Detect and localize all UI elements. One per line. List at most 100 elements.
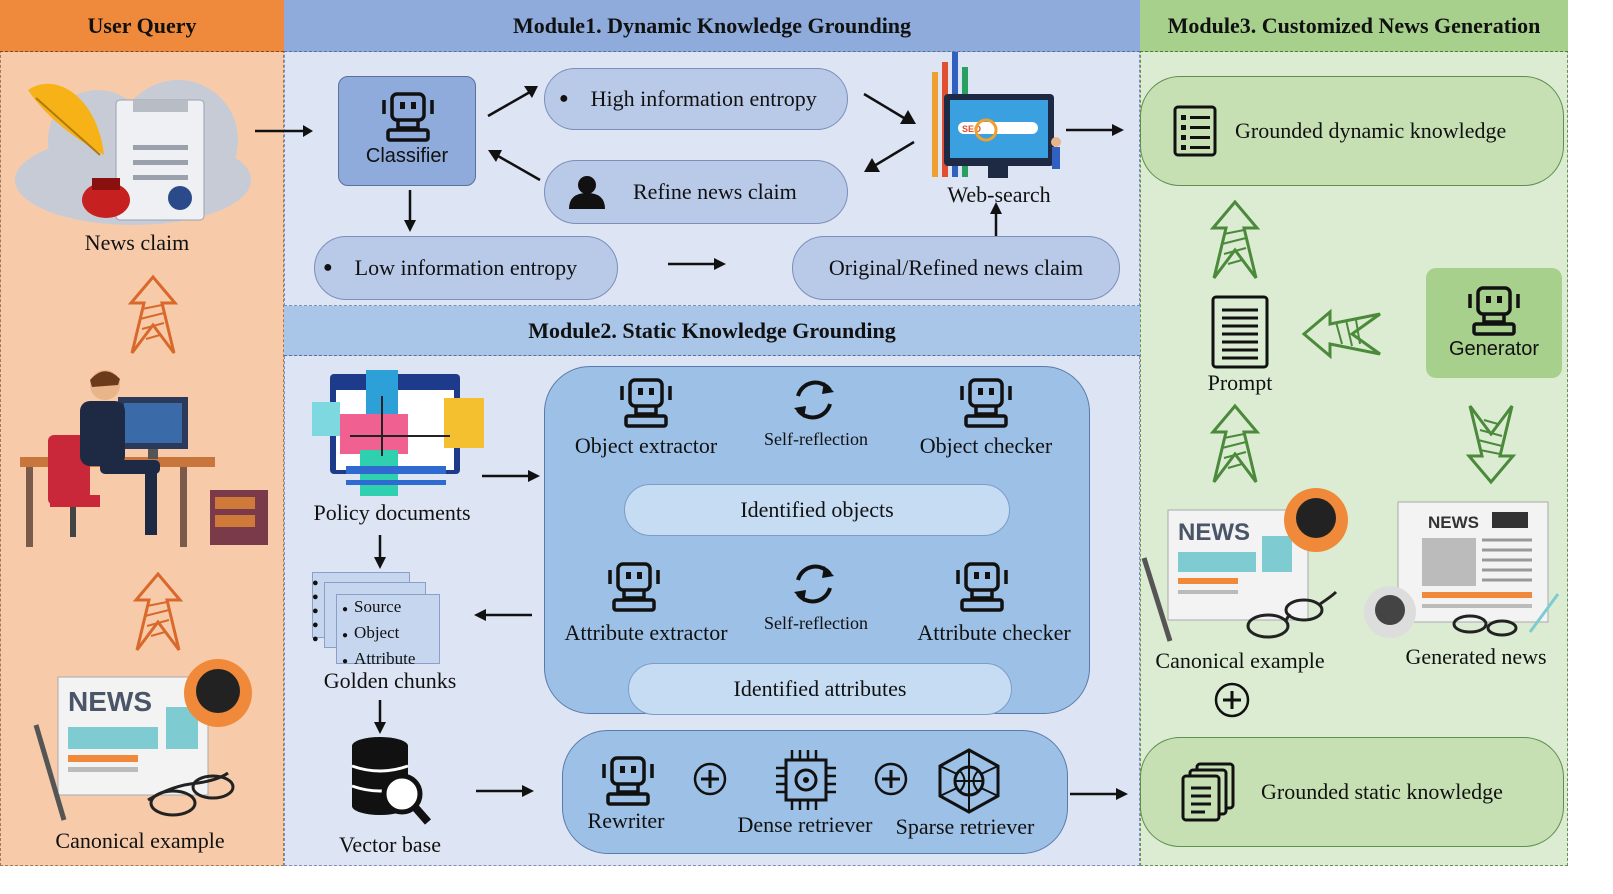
grounded-dynamic-label: Grounded dynamic knowledge bbox=[1235, 118, 1507, 143]
newspaper-title: NEWS bbox=[68, 686, 152, 717]
news-claim-icon bbox=[15, 80, 251, 225]
canonical-example-label: Canonical example bbox=[55, 828, 225, 853]
arrow bbox=[668, 258, 726, 270]
identified-attributes-label: Identified attributes bbox=[733, 676, 907, 701]
prompt-label: Prompt bbox=[1207, 370, 1273, 395]
up-down-arrow-icon bbox=[127, 274, 179, 354]
arrow bbox=[488, 150, 541, 182]
identified-objects-pill: Identified objects bbox=[624, 484, 1010, 536]
high-entropy-label: High information entropy bbox=[590, 86, 817, 111]
classifier-label: Classifier bbox=[365, 145, 449, 167]
web-search-label: Web-search bbox=[947, 182, 1051, 207]
original-refined-pill: Original/Refined news claim bbox=[792, 236, 1120, 300]
arrow bbox=[374, 700, 386, 734]
refresh-icon bbox=[794, 380, 834, 420]
sparse-retriever-label: Sparse retriever bbox=[895, 814, 1035, 839]
arrow bbox=[476, 785, 534, 797]
robot-icon bbox=[620, 378, 672, 428]
refine-claim-label: Refine news claim bbox=[633, 179, 797, 204]
plus-circle-icon bbox=[874, 762, 908, 796]
object-extractor-label: Object extractor bbox=[574, 433, 718, 458]
attribute-checker-label: Attribute checker bbox=[917, 620, 1071, 645]
bullet-icon: ● bbox=[323, 259, 333, 276]
up-down-arrow-icon bbox=[132, 571, 184, 651]
canonical-example-icon: NEWS bbox=[33, 659, 252, 821]
robot-icon bbox=[382, 92, 434, 142]
down-arrow-icon bbox=[1465, 405, 1517, 485]
bullet-icon: ● bbox=[559, 90, 569, 107]
generated-news-label: Generated news bbox=[1405, 644, 1547, 669]
low-entropy-label: Low information entropy bbox=[354, 255, 578, 280]
grounded-static-label: Grounded static knowledge bbox=[1261, 779, 1503, 804]
high-entropy-pill: ● High information entropy bbox=[544, 68, 848, 130]
canonical-example-news-icon: NEWS bbox=[1141, 488, 1348, 642]
network-icon bbox=[938, 748, 1000, 814]
user-at-computer-icon bbox=[20, 370, 268, 547]
web-search-icon: SEO bbox=[932, 52, 1061, 178]
module1-header: Module1. Dynamic Knowledge Grounding bbox=[284, 0, 1140, 52]
chunk-item: ●Attribute bbox=[342, 649, 416, 668]
robot-icon bbox=[960, 378, 1012, 428]
left-right-arrow-icon bbox=[1301, 308, 1381, 360]
generated-news-icon: NEWS bbox=[1364, 501, 1560, 638]
bullet-icon: ● bbox=[342, 604, 349, 615]
arrow bbox=[255, 125, 313, 137]
rewriter-label: Rewriter bbox=[587, 808, 665, 833]
checklist-icon bbox=[1173, 105, 1217, 157]
up-down-arrow-icon bbox=[1209, 403, 1261, 483]
chunk-item: ●Object bbox=[342, 623, 400, 642]
arrow bbox=[864, 140, 915, 172]
plus-circle-icon bbox=[1214, 682, 1250, 718]
grounded-dynamic-pill: Grounded dynamic knowledge bbox=[1140, 76, 1564, 186]
user-query-header: User Query bbox=[0, 0, 284, 52]
up-down-arrow-icon bbox=[1209, 199, 1261, 279]
documents-icon bbox=[1181, 762, 1235, 822]
chip-icon bbox=[776, 750, 836, 810]
policy-documents-label: Policy documents bbox=[313, 500, 471, 525]
arrow bbox=[487, 86, 538, 118]
bullet-icon: ● bbox=[342, 656, 349, 667]
arrow bbox=[482, 470, 540, 482]
chunk-item: ●Source bbox=[342, 597, 402, 616]
chunk-list: ●Source ●Object ●Attribute bbox=[342, 595, 415, 673]
arrow bbox=[1066, 124, 1124, 136]
robot-icon bbox=[956, 562, 1008, 612]
chunk-card bbox=[336, 594, 440, 664]
news-claim-label: News claim bbox=[84, 230, 190, 255]
object-checker-label: Object checker bbox=[919, 433, 1053, 458]
plus-circle-icon bbox=[693, 762, 727, 796]
arrow bbox=[474, 609, 532, 621]
refresh-icon bbox=[794, 564, 834, 604]
original-refined-label: Original/Refined news claim bbox=[828, 255, 1084, 280]
grounded-static-pill: Grounded static knowledge bbox=[1140, 737, 1564, 847]
module2-header: Module2. Static Knowledge Grounding bbox=[284, 306, 1140, 356]
vector-base-icon bbox=[351, 737, 432, 825]
identified-objects-label: Identified objects bbox=[740, 497, 894, 522]
robot-icon bbox=[1468, 286, 1520, 336]
arrow bbox=[404, 190, 416, 232]
arrow bbox=[1070, 788, 1128, 800]
arrow bbox=[863, 92, 916, 124]
canonical-example-m3-label: Canonical example bbox=[1155, 648, 1325, 673]
extraction-panel bbox=[544, 366, 1090, 714]
generator-label: Generator bbox=[1448, 338, 1540, 360]
self-reflection-label: Self-reflection bbox=[764, 613, 868, 633]
low-entropy-pill: ● Low information entropy bbox=[314, 236, 618, 300]
newspaper-title: NEWS bbox=[1178, 519, 1250, 546]
attribute-extractor-label: Attribute extractor bbox=[564, 620, 728, 645]
newspaper-title: NEWS bbox=[1428, 513, 1479, 532]
chunk-bullets: ●●●●● bbox=[312, 577, 319, 645]
identified-attributes-pill: Identified attributes bbox=[628, 663, 1012, 715]
policy-documents-icon bbox=[312, 370, 484, 496]
golden-chunks-label: Golden chunks bbox=[323, 668, 457, 693]
prompt-document-icon bbox=[1211, 295, 1269, 369]
refine-claim-pill: Refine news claim bbox=[544, 160, 848, 224]
vector-base-label: Vector base bbox=[338, 832, 441, 857]
dense-retriever-label: Dense retriever bbox=[737, 812, 873, 837]
arrow bbox=[374, 535, 386, 569]
robot-icon bbox=[608, 562, 660, 612]
bullet-icon: ● bbox=[342, 630, 349, 641]
self-reflection-label: Self-reflection bbox=[764, 429, 868, 449]
user-icon bbox=[569, 176, 605, 209]
seo-label: SEO bbox=[962, 124, 981, 134]
